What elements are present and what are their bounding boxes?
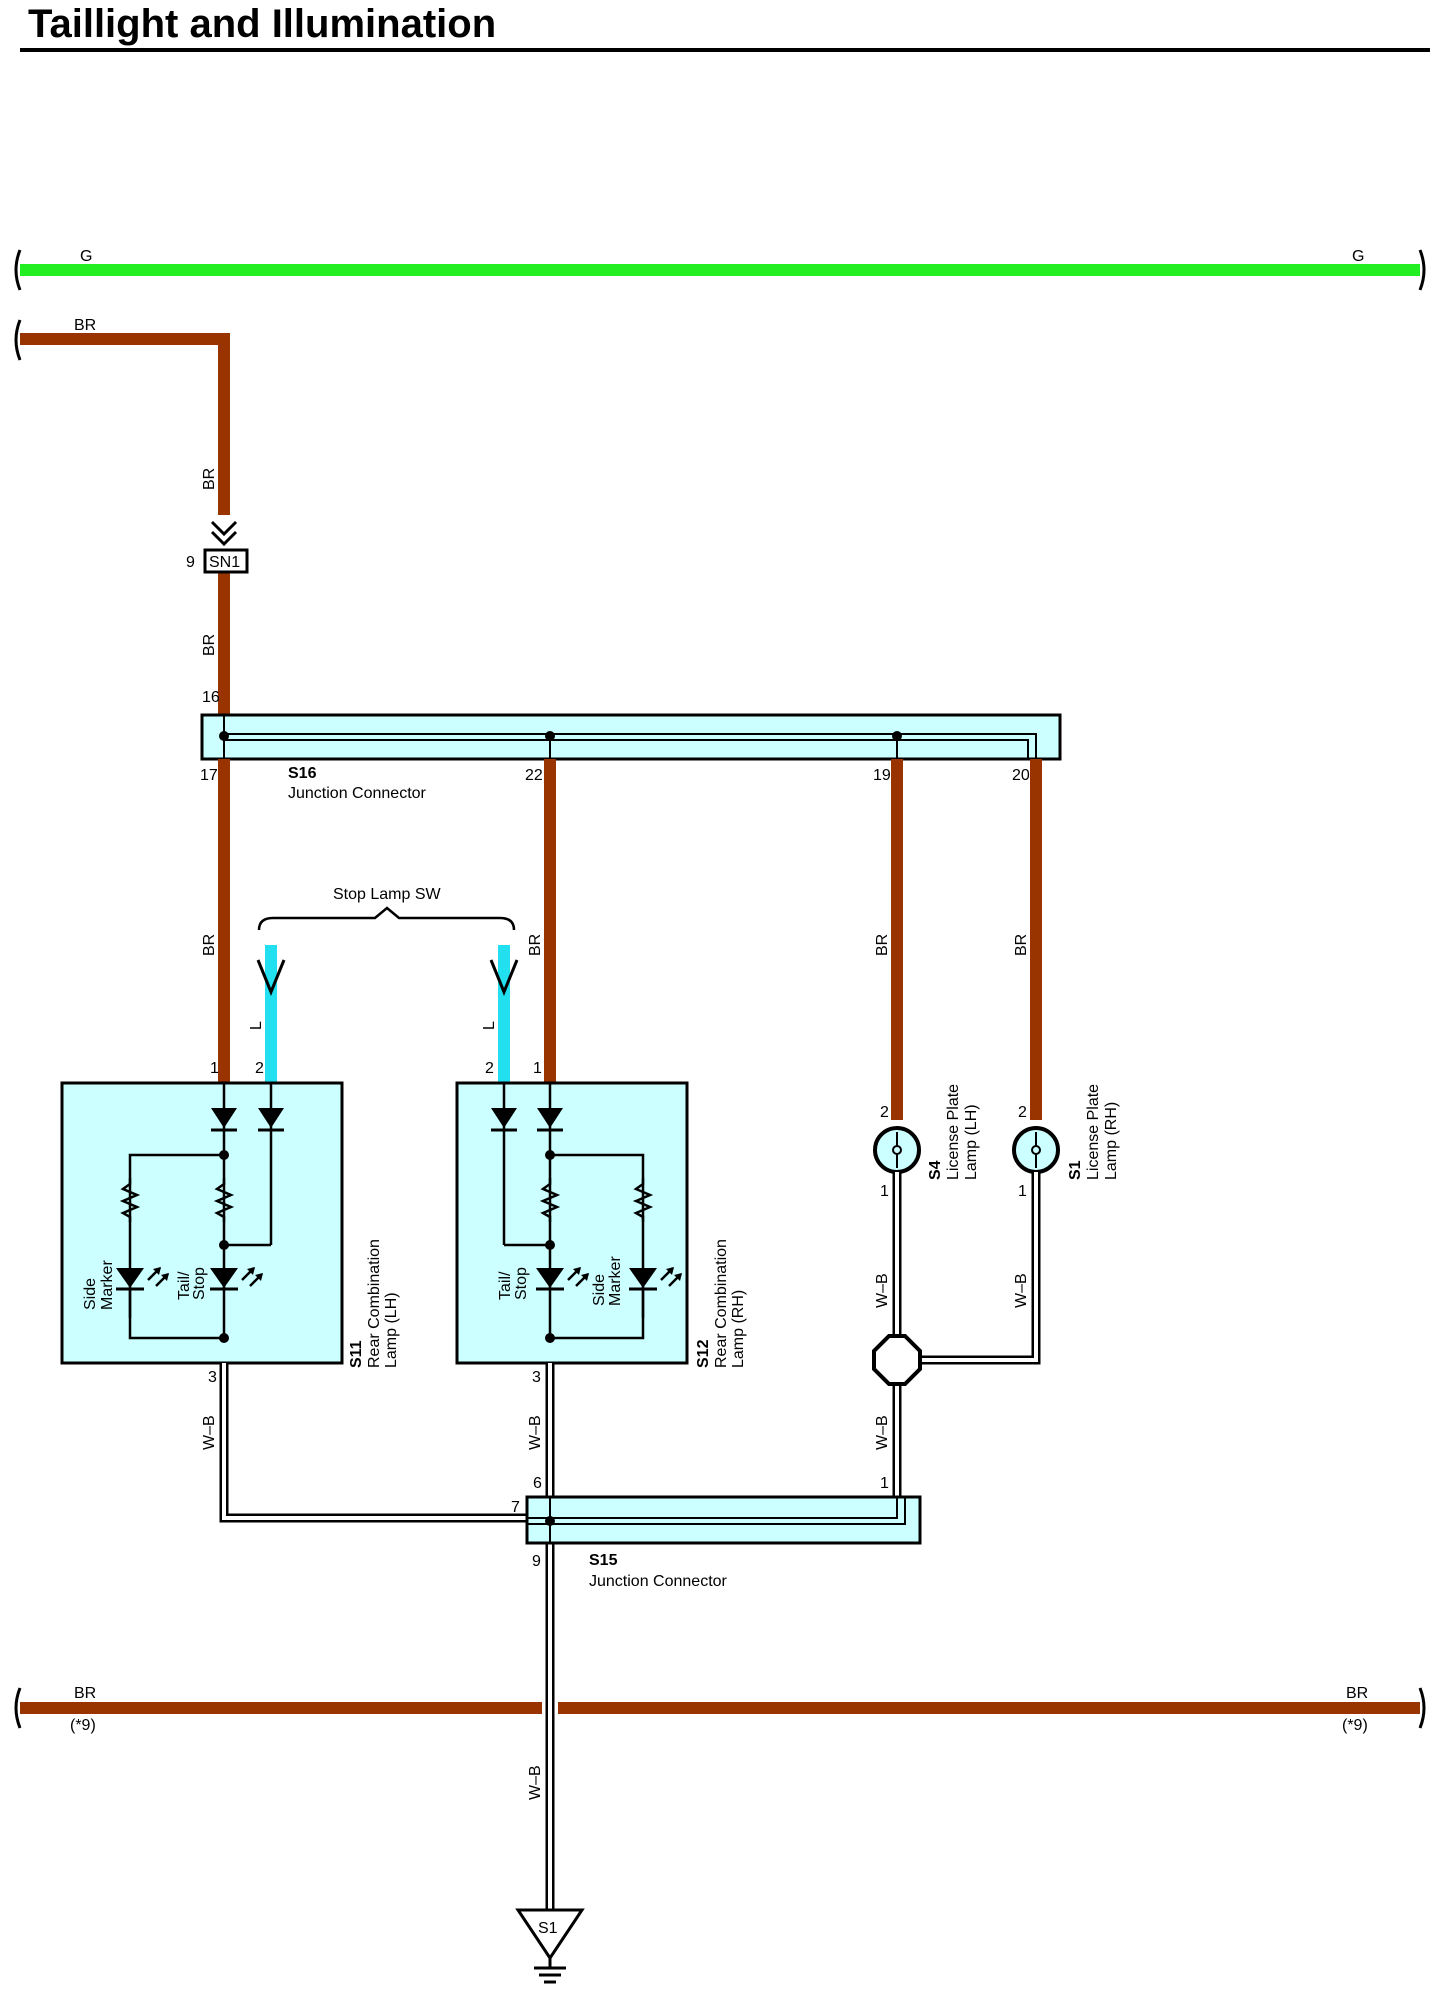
- s1-name-1: License Plate: [1085, 1084, 1102, 1180]
- stop-lamp-sw-label: Stop Lamp SW: [333, 886, 442, 903]
- s15-pin-6: 6: [533, 1475, 542, 1492]
- s16-junction-connector: 16 17 22 19 20 S16 Junction Connector: [200, 689, 1062, 802]
- wire-label-br-bottom-left: BR: [74, 1685, 96, 1702]
- s12-side-label-2: Marker: [607, 1256, 624, 1306]
- wire-label-br-v1: BR: [201, 468, 218, 490]
- s12-name-1: Rear Combination: [713, 1239, 730, 1368]
- s11-name-1: Rear Combination: [366, 1239, 383, 1368]
- wire-label-l-right: L: [481, 1021, 498, 1030]
- stop-lamp-switch: Stop Lamp SW L L: [248, 886, 519, 1083]
- diagram-title: Taillight and Illumination: [28, 2, 497, 46]
- s16-pin-17: 17: [200, 767, 218, 784]
- s4-license-plate-lamp-lh: 2 1 S4 License Plate Lamp (LH): [873, 1084, 980, 1200]
- s1-pin-1: 1: [1018, 1183, 1027, 1200]
- wire-label-g-right: G: [1352, 248, 1364, 265]
- s16-pin-20: 20: [1012, 767, 1030, 784]
- s11-pin-2: 2: [255, 1060, 264, 1077]
- wb-wires: W–B W–B W–B W–B W–B W–B: [201, 1172, 1041, 1925]
- s16-pin-16: 16: [202, 689, 220, 706]
- br-branch-wires: BR BR BR BR: [201, 759, 1042, 1120]
- wire-label-wb-ground: W–B: [527, 1765, 544, 1800]
- wire-label-br-20: BR: [1013, 934, 1030, 956]
- s11-rear-combination-lamp-lh: 1 2 Side Marker Tail/ Stop S11 Rear Comb…: [60, 1060, 400, 1386]
- s12-pin-3: 3: [532, 1369, 541, 1386]
- sn1-connector: SN1 9: [186, 548, 249, 574]
- s12-tail-label-2: Stop: [513, 1267, 530, 1300]
- s15-pin-7: 7: [511, 1499, 520, 1516]
- s15-id: S15: [589, 1552, 618, 1569]
- s4-id: S4: [927, 1160, 944, 1180]
- note-left: (*9): [70, 1717, 96, 1734]
- s11-side-label-1: Side: [82, 1278, 99, 1310]
- wire-label-br-bottom-right: BR: [1346, 1685, 1368, 1702]
- wire-label-br-17: BR: [201, 934, 218, 956]
- s12-side-label-1: Side: [591, 1274, 608, 1306]
- wire-label-g-left: G: [80, 248, 92, 265]
- s4-name-1: License Plate: [945, 1084, 962, 1180]
- s4-pin-2: 2: [880, 1104, 889, 1121]
- s1-pin-2: 2: [1018, 1104, 1027, 1121]
- s16-pin-22: 22: [525, 767, 543, 784]
- sn1-pin: 9: [186, 554, 195, 571]
- wire-label-l-left: L: [248, 1021, 265, 1030]
- s12-pin-1: 1: [533, 1060, 542, 1077]
- s4-name-2: Lamp (LH): [963, 1104, 980, 1180]
- splice-junction: [872, 1334, 922, 1386]
- br-bottom-bus: BR BR (*9) (*9): [14, 1685, 1426, 1734]
- sn1-label: SN1: [209, 554, 240, 571]
- s1-license-plate-lamp-rh: 2 1 S1 License Plate Lamp (RH): [1012, 1084, 1120, 1200]
- wire-label-wb-junction: W–B: [874, 1415, 891, 1450]
- s15-name: Junction Connector: [589, 1573, 728, 1590]
- s11-side-label-2: Marker: [99, 1260, 116, 1310]
- wire-label-br-v2: BR: [201, 634, 218, 656]
- s11-pin-3: 3: [208, 1369, 217, 1386]
- s11-name-2: Lamp (LH): [383, 1292, 400, 1368]
- s16-name: Junction Connector: [288, 785, 427, 802]
- br-feed-wire: BR BR BR: [14, 317, 238, 715]
- wire-label-wb-s12: W–B: [527, 1415, 544, 1450]
- s15-pin-1: 1: [880, 1475, 889, 1492]
- note-right: (*9): [1342, 1717, 1368, 1734]
- wire-label-br-22: BR: [527, 934, 544, 956]
- wire-label-br-top: BR: [74, 317, 96, 334]
- s12-name-2: Lamp (RH): [730, 1290, 747, 1368]
- s11-id: S11: [348, 1340, 365, 1368]
- s11-pin-1: 1: [210, 1060, 219, 1077]
- wire-label-wb-s1: W–B: [1013, 1273, 1030, 1308]
- s16-id: S16: [288, 765, 317, 782]
- wire-label-wb-s11: W–B: [201, 1415, 218, 1450]
- wire-label-wb-s4: W–B: [874, 1273, 891, 1308]
- s15-junction-connector: 6 7 1 9 S15 Junction Connector: [511, 1475, 922, 1590]
- ground-s1: S1: [515, 1908, 585, 1984]
- s1-id: S1: [1067, 1160, 1084, 1180]
- s12-tail-label-1: Tail/: [497, 1271, 514, 1300]
- s4-pin-1: 1: [880, 1183, 889, 1200]
- title-underline: [20, 48, 1430, 52]
- s1-name-2: Lamp (RH): [1103, 1102, 1120, 1180]
- green-bus: G G: [14, 248, 1426, 291]
- s11-tail-label-1: Tail/: [176, 1271, 193, 1300]
- s16-pin-19: 19: [873, 767, 891, 784]
- s12-id: S12: [695, 1339, 712, 1368]
- wire-label-br-19: BR: [874, 934, 891, 956]
- s15-pin-9: 9: [532, 1553, 541, 1570]
- s12-rear-combination-lamp-rh: 2 1 Tail/ Stop Side Marker S12 Rear Comb…: [455, 1060, 747, 1386]
- ground-label: S1: [538, 1920, 558, 1937]
- s12-pin-2: 2: [485, 1060, 494, 1077]
- s11-tail-label-2: Stop: [191, 1267, 208, 1300]
